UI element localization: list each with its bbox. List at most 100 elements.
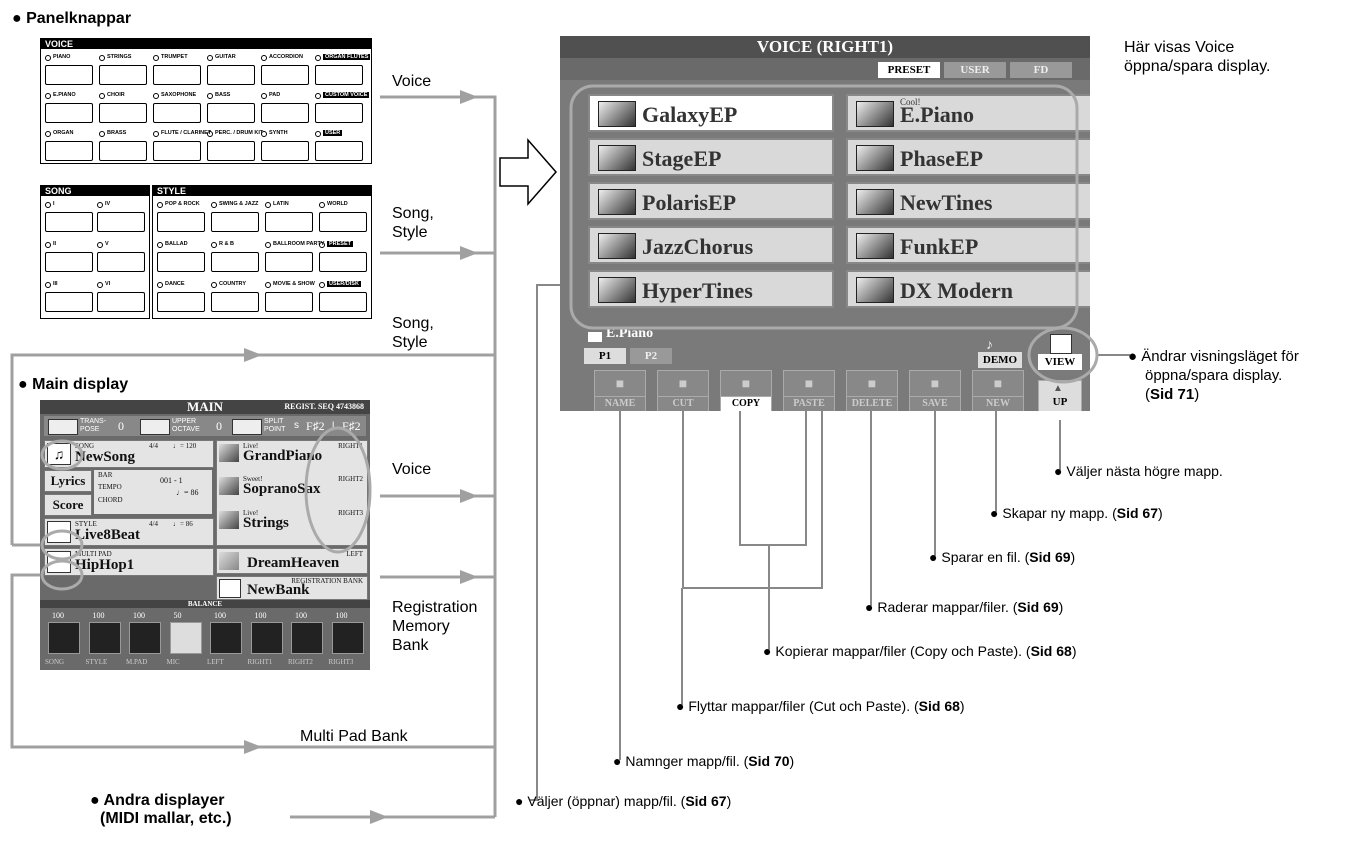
delete-label: DELETE	[847, 396, 897, 411]
callout-cut-ref: Sid 68	[918, 698, 960, 714]
keyboard-icon	[856, 233, 894, 259]
keyboard-icon	[48, 419, 78, 435]
up-button[interactable]: ▲ UP	[1038, 380, 1082, 411]
save-button[interactable]: ■SAVE	[909, 370, 961, 411]
panel-button-piano[interactable]	[45, 65, 93, 85]
view-label: VIEW	[1038, 354, 1082, 370]
panel-button-organ-flutes[interactable]	[315, 65, 363, 85]
multi-pad-box[interactable]: MULTI PAD HipHop1	[44, 548, 214, 576]
panel-button-latin[interactable]	[265, 212, 313, 232]
mixer-slider[interactable]	[331, 622, 364, 654]
panel-button-strings[interactable]	[99, 65, 147, 85]
panel-button-synth[interactable]	[261, 141, 309, 161]
voice-item-newtines[interactable]: NewTines	[846, 182, 1090, 220]
voice-item-jazzchorus[interactable]: JazzChorus	[588, 226, 834, 264]
callout-save-post: )	[1070, 549, 1076, 565]
voice-item-stageep[interactable]: StageEP	[588, 138, 834, 176]
panel-label-ballroom-party: BALLROOM PARTY	[273, 241, 325, 247]
panel-button-guitar[interactable]	[207, 65, 255, 85]
voice-item-e-piano[interactable]: Cool!E.Piano	[846, 94, 1090, 132]
copy-button[interactable]: ■COPY	[720, 370, 772, 411]
panel-button-perc-drum-kit[interactable]	[207, 141, 255, 161]
panel-button-pad[interactable]	[261, 103, 309, 123]
panel-button-world[interactable]	[319, 212, 367, 232]
panel-button-user-disk[interactable]	[319, 292, 367, 312]
panel-button-movie-show[interactable]	[265, 292, 313, 312]
panel-label-vi: VI	[105, 281, 111, 287]
score-button[interactable]: Score	[44, 494, 92, 516]
panel-button-ballad[interactable]	[157, 252, 205, 272]
callout-copy: ● Kopierar mappar/filer (Copy och Paste)…	[763, 643, 1077, 659]
callout-new-post: )	[1158, 505, 1163, 521]
registration-bank-box[interactable]: REGISTRATION BANK NewBank	[216, 576, 368, 600]
view-button[interactable]: VIEW	[1036, 332, 1084, 374]
panel-label-choir: CHOIR	[107, 92, 125, 98]
voice-item-hypertines[interactable]: HyperTines	[588, 270, 834, 308]
panel-button-ballroom-party[interactable]	[265, 252, 313, 272]
panel-button-dance[interactable]	[157, 292, 205, 312]
panel-button-pop-rock[interactable]	[157, 212, 205, 232]
mixer-slider[interactable]	[210, 622, 242, 654]
voice-item-phaseep[interactable]: PhaseEP	[846, 138, 1090, 176]
split-s-value: F♯2	[306, 419, 325, 433]
panel-button-r-b[interactable]	[211, 252, 259, 272]
mixer-slider[interactable]	[129, 622, 161, 654]
panel-button-i[interactable]	[45, 212, 93, 232]
panel-button-brass[interactable]	[99, 141, 147, 161]
split-s: s	[294, 420, 299, 431]
demo-button[interactable]: ♪ DEMO	[978, 336, 1022, 370]
panel-button-organ[interactable]	[45, 141, 93, 161]
song-meter: 4/4	[149, 442, 158, 450]
panel-button-flute-clarinet[interactable]	[153, 141, 201, 161]
page-p2[interactable]: P2	[630, 348, 672, 364]
panel-label-organ-flutes: ORGAN FLUTES	[323, 54, 371, 60]
panel-label-pad: PAD	[269, 92, 281, 98]
strings-icon	[219, 511, 239, 529]
panel-button-preset[interactable]	[319, 252, 367, 272]
mixer-slider[interactable]	[48, 622, 80, 654]
panel-button-user[interactable]	[315, 141, 363, 161]
panel-button-trumpet[interactable]	[153, 65, 201, 85]
tab-fd[interactable]: FD	[1010, 62, 1072, 78]
delete-button[interactable]: ■DELETE	[846, 370, 898, 411]
mixer-slider[interactable]	[250, 622, 283, 654]
panel-button-choir[interactable]	[99, 103, 147, 123]
panel-button-vi[interactable]	[97, 292, 145, 312]
button-led-icon	[261, 131, 267, 137]
lyrics-button[interactable]: Lyrics	[44, 470, 92, 492]
panel-button-accordion[interactable]	[261, 65, 309, 85]
cut-button[interactable]: ■CUT	[657, 370, 709, 411]
panel-button-saxophone[interactable]	[153, 103, 201, 123]
panel-button-swing-jazz[interactable]	[211, 212, 259, 232]
panel-button-bass[interactable]	[207, 103, 255, 123]
voice-item-dx-modern[interactable]: DX Modern	[846, 270, 1090, 308]
tab-preset[interactable]: PRESET	[878, 62, 940, 78]
panel-button-iii[interactable]	[45, 292, 93, 312]
new-button[interactable]: ■NEW	[972, 370, 1024, 411]
paste-button[interactable]: ■PASTE	[783, 370, 835, 411]
panel-button-country[interactable]	[211, 292, 259, 312]
trumpet-icon: ♪	[986, 336, 993, 352]
panel-button-v[interactable]	[97, 252, 145, 272]
mixer-slider[interactable]	[88, 622, 121, 654]
mixer-slider[interactable]	[169, 622, 202, 654]
panel-label-country: COUNTRY	[219, 281, 246, 287]
song-box[interactable]: ♫ SONG 4/4 ♩= 120 NewSong	[44, 440, 214, 468]
pad-name: HipHop1	[75, 557, 135, 573]
voice-item-polarisep[interactable]: PolarisEP	[588, 182, 834, 220]
mixer-value: 100	[335, 611, 348, 620]
tab-user[interactable]: USER	[944, 62, 1006, 78]
save-icon: ■	[930, 375, 940, 391]
panel-button-e-piano[interactable]	[45, 103, 93, 123]
main-display-heading: ● Main display	[18, 376, 129, 393]
panel-button-iv[interactable]	[97, 212, 145, 232]
panel-button-custom-voice[interactable]	[315, 103, 363, 123]
voice-item-galaxyep[interactable]: GalaxyEP	[588, 94, 834, 132]
arrow-label-song-style-1a: Song,	[392, 205, 434, 222]
mixer-slider[interactable]	[291, 622, 323, 654]
panel-button-ii[interactable]	[45, 252, 93, 272]
voice-item-funkep[interactable]: FunkEP	[846, 226, 1090, 264]
page-p1[interactable]: P1	[584, 348, 626, 364]
name-button[interactable]: ■NAME	[594, 370, 646, 411]
